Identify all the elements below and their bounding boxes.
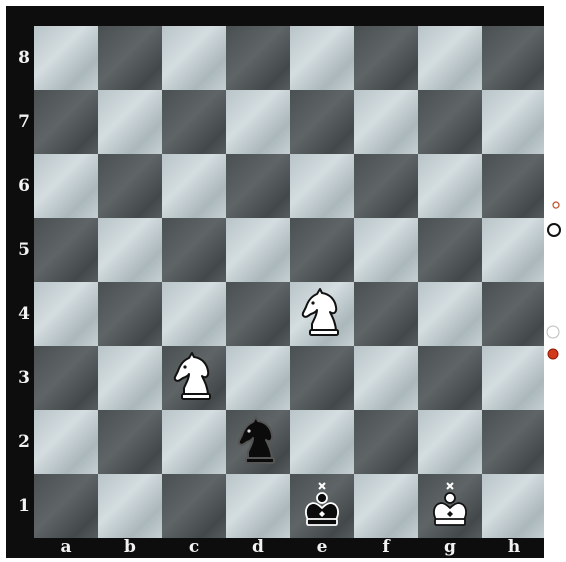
square-b8[interactable] bbox=[98, 26, 162, 90]
square-c6[interactable] bbox=[162, 154, 226, 218]
square-d6[interactable] bbox=[226, 154, 290, 218]
square-b1[interactable] bbox=[98, 474, 162, 538]
square-f2[interactable] bbox=[354, 410, 418, 474]
square-b4[interactable] bbox=[98, 282, 162, 346]
square-e1[interactable] bbox=[290, 474, 354, 538]
square-e6[interactable] bbox=[290, 154, 354, 218]
square-a5[interactable] bbox=[34, 218, 98, 282]
square-h8[interactable] bbox=[482, 26, 546, 90]
square-f3[interactable] bbox=[354, 346, 418, 410]
chess-board bbox=[34, 26, 546, 538]
square-a2[interactable] bbox=[34, 410, 98, 474]
square-a1[interactable] bbox=[34, 474, 98, 538]
file-label-e: e bbox=[290, 537, 354, 557]
square-a4[interactable] bbox=[34, 282, 98, 346]
square-d2[interactable] bbox=[226, 410, 290, 474]
turn-indicator-white-ring bbox=[548, 224, 560, 236]
square-h4[interactable] bbox=[482, 282, 546, 346]
square-c8[interactable] bbox=[162, 26, 226, 90]
file-label-h: h bbox=[482, 537, 546, 557]
square-e4[interactable] bbox=[290, 282, 354, 346]
square-g3[interactable] bbox=[418, 346, 482, 410]
square-g7[interactable] bbox=[418, 90, 482, 154]
file-label-c: c bbox=[162, 537, 226, 557]
rank-label-5: 5 bbox=[14, 240, 34, 260]
square-h3[interactable] bbox=[482, 346, 546, 410]
square-c3[interactable] bbox=[162, 346, 226, 410]
square-g6[interactable] bbox=[418, 154, 482, 218]
square-e7[interactable] bbox=[290, 90, 354, 154]
square-a7[interactable] bbox=[34, 90, 98, 154]
rank-label-2: 2 bbox=[14, 432, 34, 452]
square-h6[interactable] bbox=[482, 154, 546, 218]
square-h5[interactable] bbox=[482, 218, 546, 282]
square-b6[interactable] bbox=[98, 154, 162, 218]
square-d7[interactable] bbox=[226, 90, 290, 154]
white-king-icon[interactable] bbox=[418, 474, 482, 538]
square-e3[interactable] bbox=[290, 346, 354, 410]
square-c1[interactable] bbox=[162, 474, 226, 538]
file-label-b: b bbox=[98, 537, 162, 557]
square-g2[interactable] bbox=[418, 410, 482, 474]
square-d1[interactable] bbox=[226, 474, 290, 538]
small-arc-mark bbox=[553, 202, 559, 208]
square-b5[interactable] bbox=[98, 218, 162, 282]
rank-label-3: 3 bbox=[14, 368, 34, 388]
square-c2[interactable] bbox=[162, 410, 226, 474]
file-label-d: d bbox=[226, 537, 290, 557]
square-g8[interactable] bbox=[418, 26, 482, 90]
square-d3[interactable] bbox=[226, 346, 290, 410]
square-h1[interactable] bbox=[482, 474, 546, 538]
rank-label-1: 1 bbox=[14, 496, 34, 516]
square-f5[interactable] bbox=[354, 218, 418, 282]
file-label-g: g bbox=[418, 537, 482, 557]
square-b2[interactable] bbox=[98, 410, 162, 474]
square-e2[interactable] bbox=[290, 410, 354, 474]
square-g5[interactable] bbox=[418, 218, 482, 282]
black-king-icon[interactable] bbox=[290, 474, 354, 538]
black-knight-icon[interactable] bbox=[226, 410, 290, 474]
red-stone-indicator bbox=[548, 349, 558, 359]
square-c7[interactable] bbox=[162, 90, 226, 154]
square-g4[interactable] bbox=[418, 282, 482, 346]
square-f4[interactable] bbox=[354, 282, 418, 346]
square-f8[interactable] bbox=[354, 26, 418, 90]
side-panel bbox=[544, 6, 566, 558]
side-indicators bbox=[544, 6, 566, 558]
square-b7[interactable] bbox=[98, 90, 162, 154]
white-stone-indicator bbox=[547, 326, 559, 338]
square-h7[interactable] bbox=[482, 90, 546, 154]
square-a3[interactable] bbox=[34, 346, 98, 410]
rank-label-8: 8 bbox=[14, 48, 34, 68]
file-label-f: f bbox=[354, 537, 418, 557]
square-a8[interactable] bbox=[34, 26, 98, 90]
rank-label-7: 7 bbox=[14, 112, 34, 132]
square-e5[interactable] bbox=[290, 218, 354, 282]
square-f6[interactable] bbox=[354, 154, 418, 218]
square-b3[interactable] bbox=[98, 346, 162, 410]
file-label-a: a bbox=[34, 537, 98, 557]
square-e8[interactable] bbox=[290, 26, 354, 90]
square-d5[interactable] bbox=[226, 218, 290, 282]
square-c4[interactable] bbox=[162, 282, 226, 346]
square-d8[interactable] bbox=[226, 26, 290, 90]
square-a6[interactable] bbox=[34, 154, 98, 218]
square-f7[interactable] bbox=[354, 90, 418, 154]
white-knight-icon[interactable] bbox=[162, 346, 226, 410]
square-h2[interactable] bbox=[482, 410, 546, 474]
white-knight-icon[interactable] bbox=[290, 282, 354, 346]
square-c5[interactable] bbox=[162, 218, 226, 282]
square-f1[interactable] bbox=[354, 474, 418, 538]
square-d4[interactable] bbox=[226, 282, 290, 346]
rank-label-6: 6 bbox=[14, 176, 34, 196]
square-g1[interactable] bbox=[418, 474, 482, 538]
rank-label-4: 4 bbox=[14, 304, 34, 324]
